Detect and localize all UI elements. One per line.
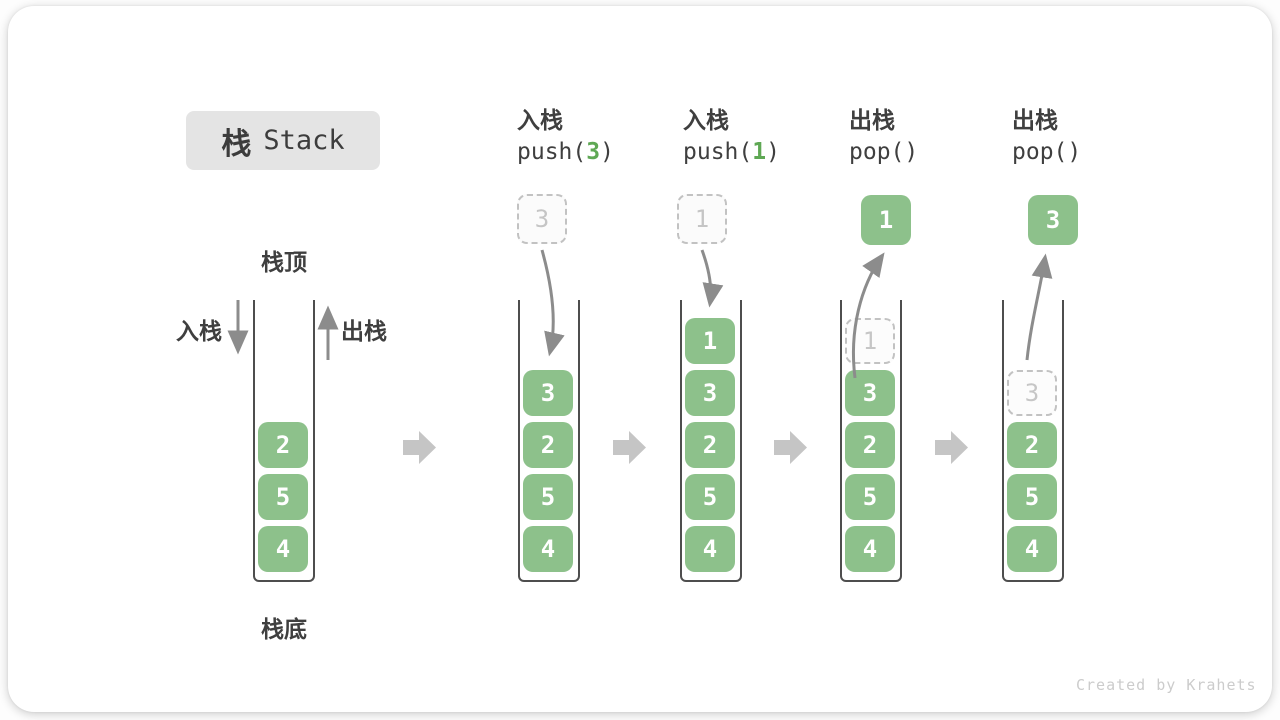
stack-cell: 2 [258, 422, 308, 468]
pop-side-label: 出栈 [341, 318, 387, 344]
stack-cell: 2 [1007, 422, 1057, 468]
stack-cell-ghost: 3 [1007, 370, 1057, 416]
op-name: 入栈 [683, 107, 729, 133]
op-name: 入栈 [517, 107, 563, 133]
op-label-pop-2: 出栈 pop() [1012, 105, 1172, 169]
op-name: 出栈 [849, 107, 895, 133]
stack-top-label: 栈顶 [261, 249, 307, 275]
code-post: ) [766, 139, 780, 165]
floating-value-popped-1: 1 [861, 195, 911, 245]
push-side-label: 入栈 [176, 318, 222, 344]
stack-cell: 4 [258, 526, 308, 572]
code-arg: 1 [752, 139, 767, 165]
stack-column-initial: 2 5 4 [253, 300, 315, 582]
op-code: push(1) [683, 135, 843, 169]
op-name: 出栈 [1012, 107, 1058, 133]
watermark: Created by Krahets [1076, 676, 1257, 694]
code-pre: pop( [1012, 139, 1068, 165]
stack-cell: 4 [1007, 526, 1057, 572]
stack-cell: 3 [685, 370, 735, 416]
title-box: 栈 Stack [186, 111, 380, 170]
op-code: pop() [849, 135, 1009, 169]
stack-column-after-push1: 1 3 2 5 4 [680, 300, 742, 582]
op-code: pop() [1012, 135, 1172, 169]
code-arg: 3 [586, 139, 601, 165]
floating-value-ghost-3: 3 [517, 194, 567, 244]
code-post: ) [904, 139, 919, 165]
stack-cell: 2 [845, 422, 895, 468]
stack-column-after-push3: 3 2 5 4 [518, 300, 580, 582]
floating-value-ghost-1: 1 [677, 194, 727, 244]
stack-cell: 5 [845, 474, 895, 520]
stack-bottom-label: 栈底 [261, 616, 307, 642]
op-label-push3: 入栈 push(3) [517, 105, 677, 169]
op-label-pop-1: 出栈 pop() [849, 105, 1009, 169]
stack-cell: 4 [685, 526, 735, 572]
title-zh: 栈 [221, 127, 252, 161]
stack-column-after-pop3: 3 2 5 4 [1002, 300, 1064, 582]
stack-cell: 5 [523, 474, 573, 520]
stack-cell: 5 [258, 474, 308, 520]
code-post: ) [600, 139, 614, 165]
stack-cell: 5 [1007, 474, 1057, 520]
stack-cell: 3 [845, 370, 895, 416]
floating-value-popped-3: 3 [1028, 195, 1078, 245]
stack-cell: 2 [685, 422, 735, 468]
stack-cell: 4 [845, 526, 895, 572]
op-code: push(3) [517, 135, 677, 169]
title-en: Stack [263, 125, 345, 156]
stack-cell: 5 [685, 474, 735, 520]
stack-cell: 4 [523, 526, 573, 572]
code-post: ) [1067, 139, 1082, 165]
stack-cell: 1 [685, 318, 735, 364]
code-pre: pop( [849, 139, 905, 165]
stack-cell: 3 [523, 370, 573, 416]
stack-cell-ghost: 1 [845, 318, 895, 364]
op-label-push1: 入栈 push(1) [683, 105, 843, 169]
code-pre: push( [683, 139, 753, 165]
code-pre: push( [517, 139, 587, 165]
stack-column-after-pop1: 1 3 2 5 4 [840, 300, 902, 582]
stack-cell: 2 [523, 422, 573, 468]
